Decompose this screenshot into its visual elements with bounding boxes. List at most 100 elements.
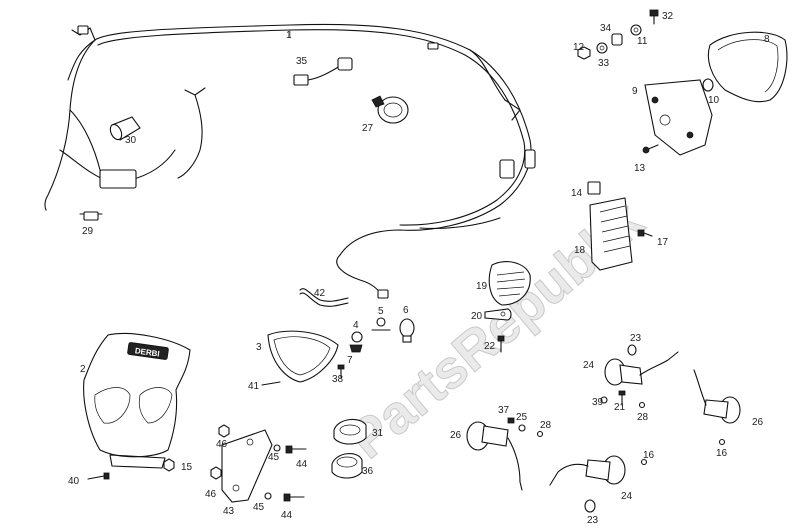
indicator-rear-left bbox=[604, 351, 679, 386]
screw-part-40 bbox=[87, 472, 110, 480]
screw-part-17 bbox=[637, 229, 653, 237]
rubber-boot-part-30 bbox=[109, 116, 141, 141]
callout-44b: 44 bbox=[281, 510, 293, 521]
screw-part-28-left bbox=[536, 430, 544, 438]
callout-35: 35 bbox=[296, 56, 308, 67]
callout-16b: 16 bbox=[716, 448, 728, 459]
headlight-lens-part-3 bbox=[267, 330, 339, 383]
callout-11: 11 bbox=[637, 36, 648, 47]
callout-3: 3 bbox=[256, 342, 262, 353]
cable-part-42 bbox=[299, 288, 349, 302]
clip-part-14 bbox=[587, 181, 601, 195]
spacer-part-34 bbox=[611, 33, 623, 46]
callout-28a: 28 bbox=[540, 420, 552, 431]
screw-part-37 bbox=[507, 417, 515, 424]
clamp-part-27 bbox=[371, 95, 409, 124]
tail-light-lens bbox=[707, 31, 788, 103]
washer-part-45-bottom bbox=[264, 492, 272, 500]
callout-41: 41 bbox=[248, 381, 260, 392]
bulb-part-5 bbox=[371, 317, 391, 331]
headlight-fairing: DERBI bbox=[83, 332, 191, 469]
callout-12: 12 bbox=[573, 42, 585, 53]
callout-19: 19 bbox=[476, 281, 488, 292]
callouts: 1 2 3 4 5 6 7 8 9 10 11 12 13 14 15 16 1… bbox=[68, 11, 770, 526]
callout-45b: 45 bbox=[253, 502, 265, 513]
screw-part-22 bbox=[497, 335, 505, 353]
washer-part-45-top bbox=[273, 444, 281, 452]
callout-22: 22 bbox=[484, 341, 496, 352]
screw-part-41 bbox=[261, 381, 281, 386]
callout-46a: 46 bbox=[216, 439, 228, 450]
bolt-part-44-bottom bbox=[283, 493, 305, 502]
callout-23a: 23 bbox=[630, 333, 642, 344]
callout-44a: 44 bbox=[296, 459, 308, 470]
screw-part-25 bbox=[518, 424, 526, 432]
screw-part-13 bbox=[642, 144, 659, 154]
screw-part-38 bbox=[337, 364, 345, 379]
bulb-part-10 bbox=[702, 78, 714, 92]
callout-13: 13 bbox=[634, 163, 646, 174]
callout-42: 42 bbox=[314, 288, 326, 299]
callout-26a: 26 bbox=[450, 430, 462, 441]
bulb-part-23-bottom bbox=[584, 499, 596, 513]
bracket-part-20 bbox=[484, 308, 512, 321]
callout-23b: 23 bbox=[587, 515, 599, 526]
nut-part-46-bottom bbox=[210, 466, 222, 480]
bulb-part-6 bbox=[399, 318, 415, 343]
washer-part-11 bbox=[630, 24, 642, 36]
callout-5: 5 bbox=[378, 306, 384, 317]
bolt-part-44-top bbox=[285, 445, 307, 454]
callout-34: 34 bbox=[600, 23, 612, 34]
callout-28b: 28 bbox=[637, 412, 649, 423]
callout-26b: 26 bbox=[752, 417, 764, 428]
callout-21: 21 bbox=[614, 402, 626, 413]
bulb-holder-part-4 bbox=[349, 331, 363, 353]
callout-31: 31 bbox=[372, 428, 384, 439]
callout-25: 25 bbox=[516, 412, 528, 423]
callout-24a: 24 bbox=[583, 360, 595, 371]
callout-6: 6 bbox=[403, 305, 409, 316]
callout-9: 9 bbox=[632, 86, 638, 97]
callout-40: 40 bbox=[68, 476, 80, 487]
callout-46b: 46 bbox=[205, 489, 217, 500]
switch-part-31 bbox=[333, 418, 367, 445]
callout-45a: 45 bbox=[268, 452, 280, 463]
callout-27: 27 bbox=[362, 123, 374, 134]
nut-part-12 bbox=[577, 46, 591, 60]
callout-38: 38 bbox=[332, 374, 344, 385]
mounting-bracket-part-43 bbox=[221, 429, 273, 503]
callout-16a: 16 bbox=[643, 450, 655, 461]
indicator-front-left bbox=[466, 421, 523, 491]
callout-32: 32 bbox=[662, 11, 674, 22]
washer-part-33 bbox=[596, 42, 608, 54]
nut-part-46-top bbox=[218, 424, 230, 438]
callout-37: 37 bbox=[498, 405, 510, 416]
callout-8: 8 bbox=[764, 34, 770, 45]
callout-24b: 24 bbox=[621, 491, 633, 502]
callout-14: 14 bbox=[571, 188, 583, 199]
callout-43: 43 bbox=[223, 506, 235, 517]
indicator-front-right bbox=[549, 455, 626, 486]
screw-part-32 bbox=[649, 9, 659, 25]
callout-4: 4 bbox=[353, 320, 359, 331]
callout-1: 1 bbox=[286, 30, 292, 41]
nut-part-15 bbox=[163, 458, 175, 472]
screw-part-16-right bbox=[640, 458, 648, 466]
callout-18: 18 bbox=[574, 245, 586, 256]
screw-part-21 bbox=[618, 390, 626, 406]
callout-10: 10 bbox=[708, 95, 720, 106]
callout-36: 36 bbox=[362, 466, 374, 477]
tail-light-housing bbox=[644, 79, 713, 156]
regulator-part-18 bbox=[589, 197, 633, 271]
screw-part-39 bbox=[600, 396, 608, 404]
bulb-part-23-top bbox=[627, 344, 637, 356]
connector-part-29 bbox=[79, 211, 103, 221]
indicator-rear-right bbox=[693, 369, 741, 424]
callout-15: 15 bbox=[181, 462, 193, 473]
callout-30: 30 bbox=[125, 135, 137, 146]
callout-2: 2 bbox=[80, 364, 86, 375]
screw-part-28-right bbox=[638, 401, 646, 409]
callout-33: 33 bbox=[598, 58, 610, 69]
wiring-harness bbox=[44, 23, 536, 299]
